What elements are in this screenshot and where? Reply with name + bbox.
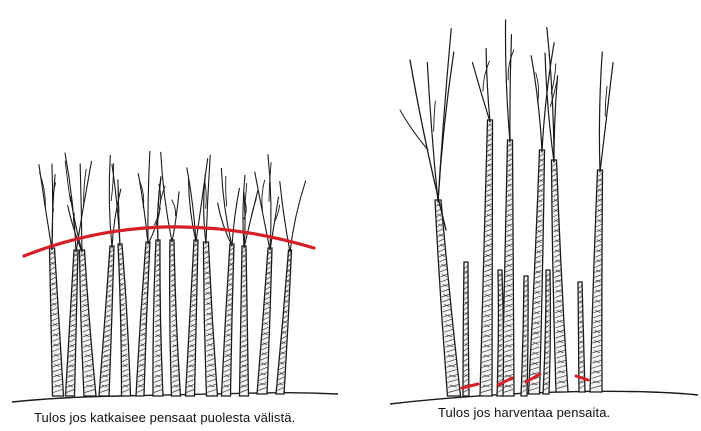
twig: [65, 153, 76, 252]
trunk: [80, 250, 97, 396]
trunk: [543, 270, 550, 394]
trunk: [521, 276, 528, 396]
trunk: [222, 244, 235, 396]
trunk: [153, 240, 163, 396]
trunk: [99, 246, 114, 396]
left-panel-pruned-shrubs: Tulos jos katkaisee pensaat puolesta väl…: [0, 0, 350, 431]
trunk: [204, 242, 218, 396]
twig: [158, 178, 161, 242]
twig: [109, 155, 112, 248]
thinned-shrub-drawing: [350, 0, 701, 431]
twig: [138, 174, 148, 244]
twig: [427, 62, 438, 202]
twig: [510, 35, 512, 142]
twig: [255, 172, 270, 250]
trunk: [276, 250, 292, 394]
trunk: [497, 270, 503, 396]
trunk: [480, 120, 493, 396]
twig: [262, 180, 265, 210]
twig: [438, 52, 454, 202]
trunk: [529, 150, 545, 394]
right-panel-thinned-shrubs: Tulos jos harventaa pensaita.: [350, 0, 701, 431]
twig: [600, 63, 613, 172]
twig: [148, 151, 150, 244]
trunk: [50, 248, 64, 396]
twig: [172, 192, 179, 242]
trunk: [435, 200, 461, 396]
trunk: [257, 248, 272, 394]
twig: [434, 101, 436, 131]
twig: [226, 176, 227, 206]
right-caption: Tulos jos harventaa pensaita.: [438, 405, 610, 420]
pruned-shrub-drawing: [0, 0, 350, 431]
twig: [52, 164, 53, 250]
cut-mark: [576, 376, 588, 380]
trunk: [240, 246, 249, 396]
trunk: [136, 242, 150, 396]
twig: [554, 76, 558, 162]
twig: [251, 199, 256, 219]
trunk: [66, 250, 79, 396]
trunk: [463, 262, 469, 396]
twig: [232, 188, 239, 246]
trunk: [590, 170, 603, 392]
twig: [205, 183, 206, 209]
twig: [531, 56, 542, 152]
trunk: [186, 240, 199, 396]
left-caption: Tulos jos katkaisee pensaat puolesta väl…: [34, 410, 295, 425]
trunk: [118, 244, 131, 396]
trunk: [552, 160, 569, 392]
twig: [172, 200, 176, 216]
trunk: [170, 240, 181, 396]
